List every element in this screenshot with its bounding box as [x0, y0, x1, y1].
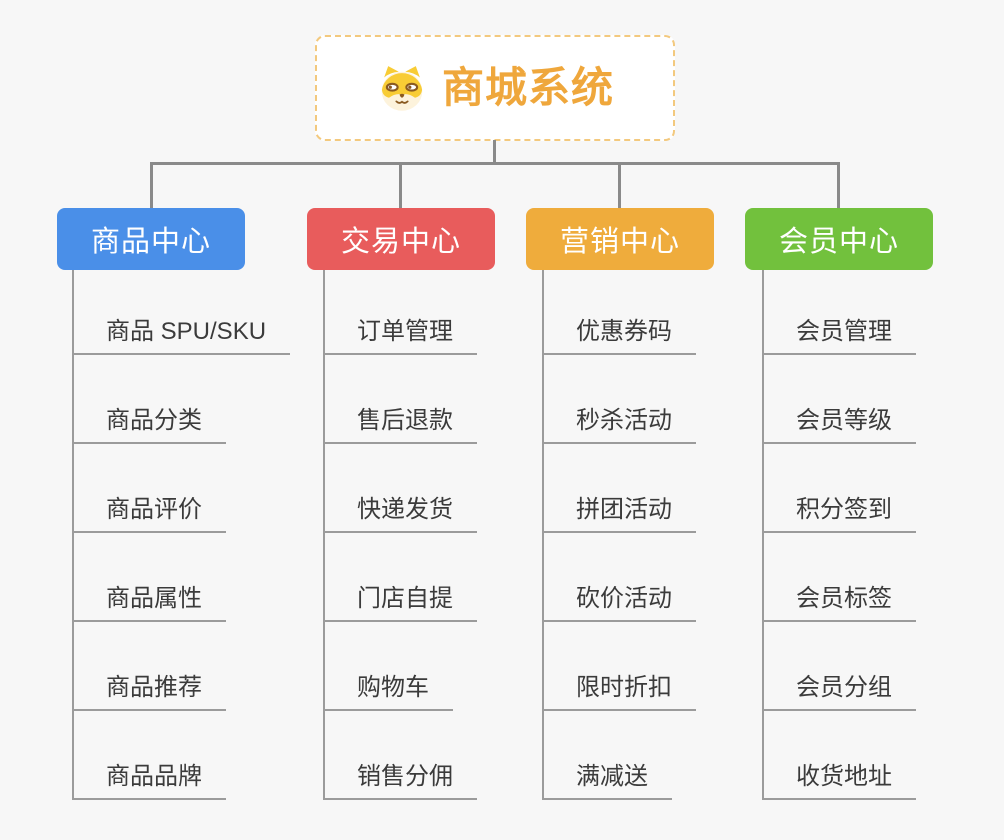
child-item[interactable]: 购物车	[323, 674, 453, 711]
branch-children-product: 商品 SPU/SKU 商品分类 商品评价 商品属性 商品推荐 商品品牌	[72, 266, 322, 800]
child-item[interactable]: 优惠券码	[542, 318, 696, 355]
child-item[interactable]: 会员管理	[762, 318, 916, 355]
root-title: 商城系统	[441, 64, 614, 111]
child-item[interactable]: 拼团活动	[542, 496, 696, 533]
branch-node-marketing[interactable]: 营销中心	[526, 208, 714, 270]
branch-node-trade[interactable]: 交易中心	[307, 208, 495, 270]
root-node[interactable]: 商城系统	[315, 35, 675, 141]
child-item[interactable]: 售后退款	[323, 407, 477, 444]
connector-drop-trade	[399, 162, 402, 210]
child-item[interactable]: 会员标签	[762, 585, 916, 622]
branch-children-marketing: 优惠券码 秒杀活动 拼团活动 砍价活动 限时折扣 满减送	[542, 266, 792, 800]
child-item[interactable]: 门店自提	[323, 585, 477, 622]
child-item[interactable]: 会员等级	[762, 407, 916, 444]
branch-node-member[interactable]: 会员中心	[745, 208, 933, 270]
child-item[interactable]: 商品评价	[72, 496, 226, 533]
connector-drop-marketing	[618, 162, 621, 210]
child-item[interactable]: 销售分佣	[323, 763, 477, 800]
child-item[interactable]: 商品分类	[72, 407, 226, 444]
child-item[interactable]: 商品 SPU/SKU	[72, 318, 291, 355]
child-item[interactable]: 商品属性	[72, 585, 226, 622]
connector-drop-member	[837, 162, 840, 210]
child-item[interactable]: 满减送	[542, 763, 672, 800]
shiba-dog-icon	[381, 66, 423, 111]
child-item[interactable]: 商品推荐	[72, 674, 226, 711]
connector-drop-product	[150, 162, 153, 210]
child-item[interactable]: 秒杀活动	[542, 407, 696, 444]
child-item[interactable]: 会员分组	[762, 674, 916, 711]
child-item[interactable]: 限时折扣	[542, 674, 696, 711]
branch-children-trade: 订单管理 售后退款 快递发货 门店自提 购物车 销售分佣	[323, 266, 573, 800]
child-item[interactable]: 快递发货	[323, 496, 477, 533]
branch-children-member: 会员管理 会员等级 积分签到 会员标签 会员分组 收货地址	[762, 266, 1004, 800]
connector-root-stub	[493, 140, 496, 164]
child-item[interactable]: 收货地址	[762, 763, 916, 800]
connector-trunk-line	[150, 162, 840, 165]
child-item[interactable]: 砍价活动	[542, 585, 696, 622]
child-item[interactable]: 订单管理	[323, 318, 477, 355]
child-item[interactable]: 积分签到	[762, 496, 916, 533]
child-item[interactable]: 商品品牌	[72, 763, 226, 800]
branch-node-product[interactable]: 商品中心	[57, 208, 245, 270]
